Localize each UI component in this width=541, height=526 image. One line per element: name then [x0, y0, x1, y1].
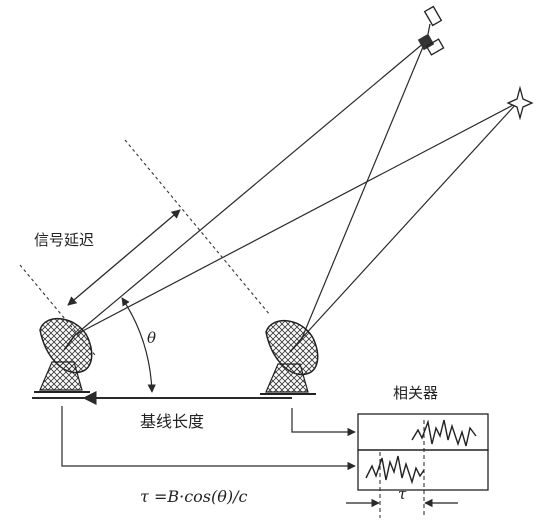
- correlator-box: [357, 413, 489, 518]
- signal-delay-label: 信号延迟: [34, 231, 94, 249]
- ray-left-to-star: [74, 102, 518, 336]
- theta-label: θ: [147, 329, 156, 347]
- ray-left-to-satellite: [74, 41, 426, 336]
- left-dish-icon: [34, 317, 93, 393]
- correlator-bottom-channel: [357, 449, 489, 491]
- signal-delay-arrow: [67, 209, 181, 306]
- signal-rays: [74, 41, 518, 339]
- star-icon: [506, 85, 534, 121]
- feed-left-dish: [61, 406, 356, 471]
- right-dish-icon: [260, 319, 319, 395]
- feed-right-dish: [291, 408, 356, 437]
- correlator-label: 相关器: [393, 384, 438, 402]
- feed-lines: [61, 406, 356, 471]
- signal-trace-top: [411, 419, 477, 447]
- baseline-length-label: 基线长度: [140, 412, 204, 431]
- ray-right-to-star: [301, 102, 518, 339]
- theta-arc: [121, 297, 156, 393]
- wavefront-upper: [124, 139, 271, 316]
- delay-formula: τ =B·cos(θ)/c: [140, 487, 248, 506]
- tau-label: τ: [398, 485, 407, 503]
- satellite-icon: [417, 5, 445, 56]
- signal-trace-bottom: [365, 455, 425, 485]
- ray-right-to-satellite: [301, 41, 426, 339]
